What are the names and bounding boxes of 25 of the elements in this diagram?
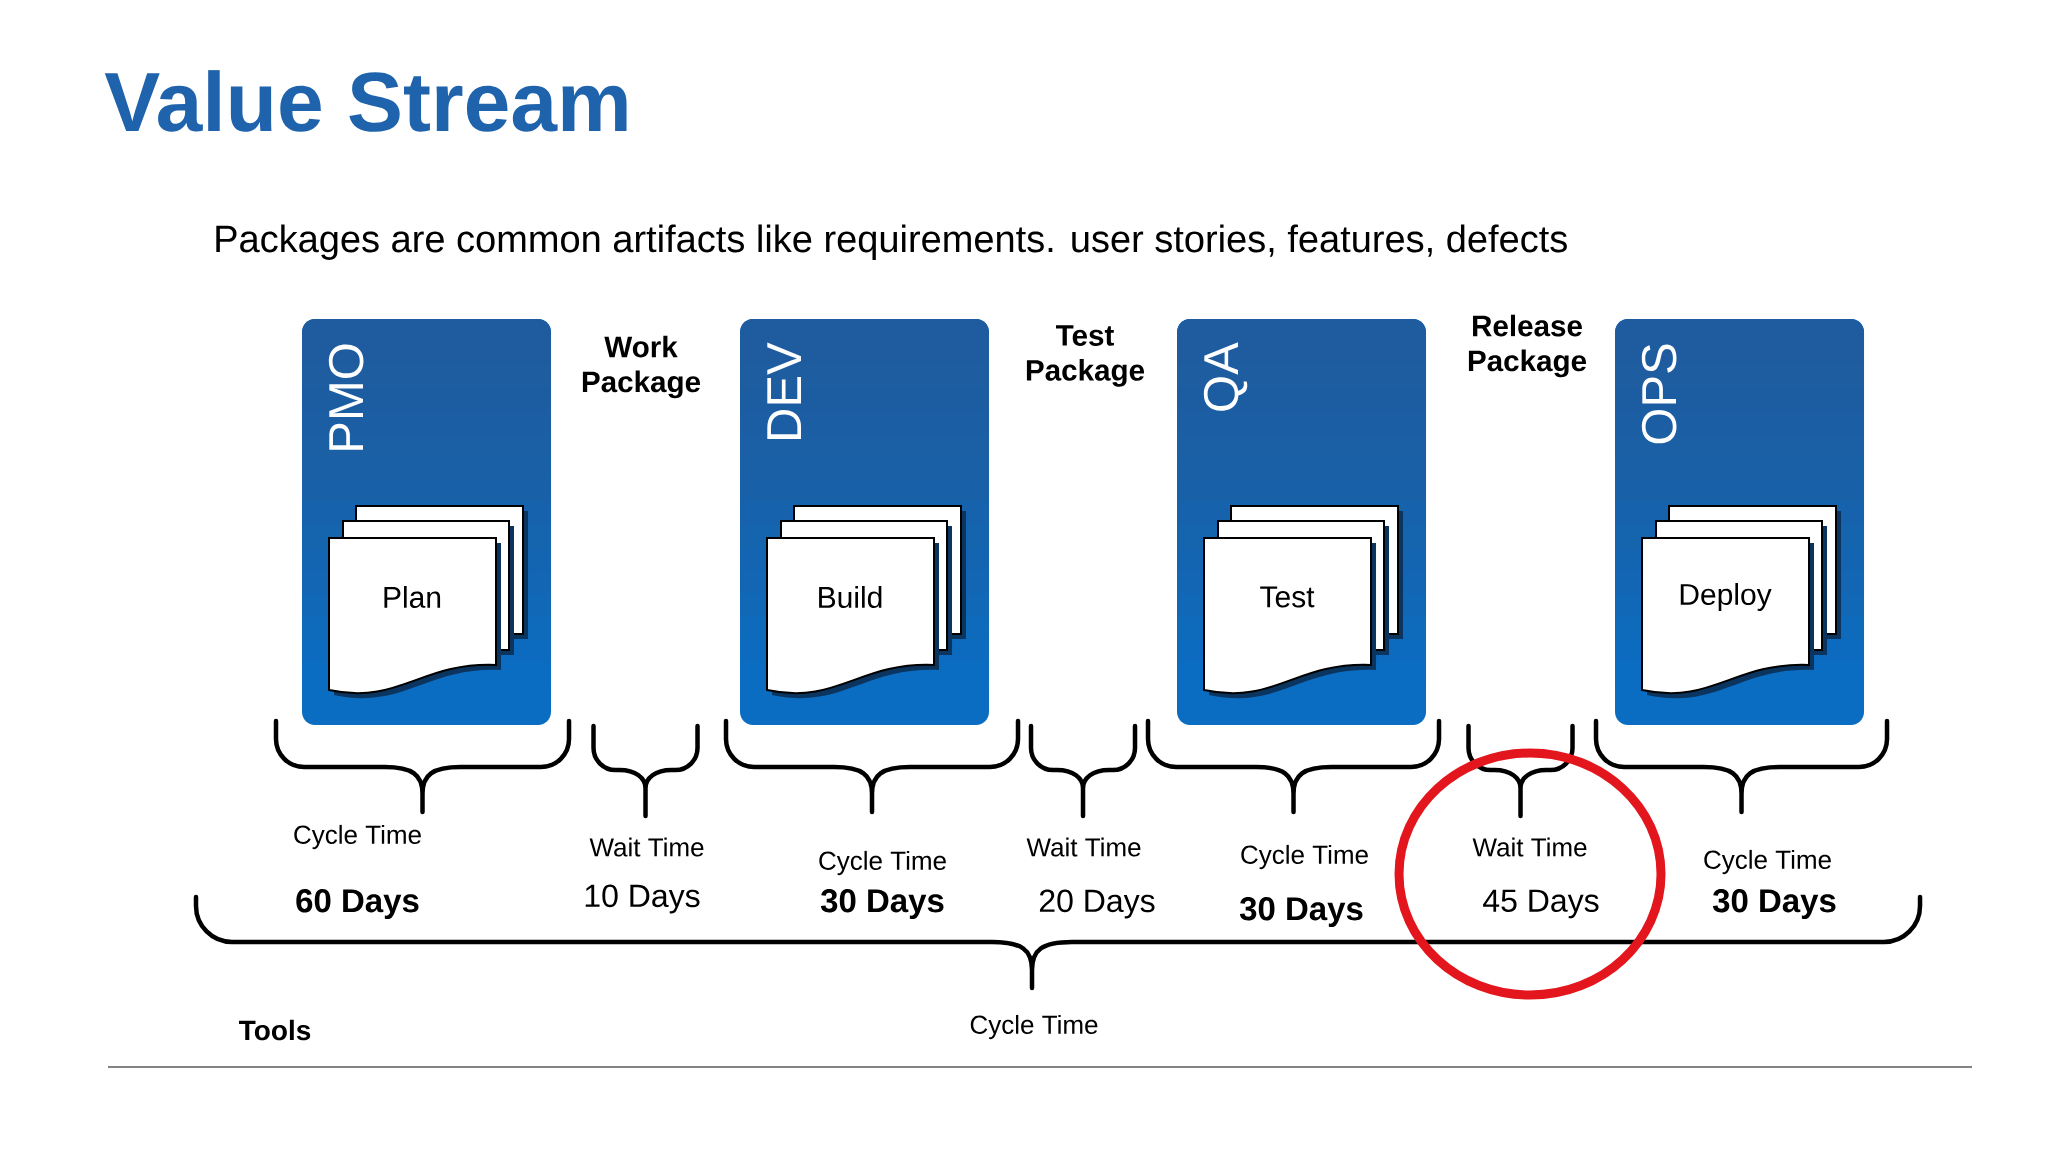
- document-stack: Plan: [328, 505, 528, 699]
- cycle-time-label: Cycle Time: [294, 824, 421, 850]
- wait-time-label: Wait Time: [1026, 837, 1141, 857]
- cycle-time-label: Cycle Time: [1704, 849, 1831, 875]
- package-label: Release Package: [1468, 314, 1587, 378]
- document-stack: Deploy: [1641, 505, 1841, 699]
- duration-value: 45 Days: [1483, 889, 1599, 919]
- title: Value Stream: [104, 70, 627, 132]
- duration-value: 30 Days: [1239, 897, 1363, 927]
- duration-value: 20 Days: [1039, 889, 1155, 919]
- package-label: Work Package: [582, 335, 701, 399]
- wait-time-label: Wait Time: [1472, 837, 1587, 857]
- duration-value: 30 Days: [1712, 889, 1836, 919]
- document-stack: Build: [766, 505, 966, 699]
- wait-time-label: Wait Time: [589, 837, 704, 857]
- package-label: Test Package: [1026, 325, 1145, 387]
- subtitle: Packages are common artifacts like requirements. user stories, features, defects: [216, 224, 1567, 260]
- cycle-time-label: Cycle Time: [819, 850, 946, 876]
- cycle-time-label: Cycle Time: [1241, 844, 1368, 870]
- cycle-time-label: Cycle Time: [970, 1014, 1098, 1040]
- duration-value: 10 Days: [585, 884, 700, 914]
- row-heading: Tools: [239, 1019, 311, 1041]
- document-stack: Test: [1203, 505, 1403, 699]
- duration-value: 30 Days: [820, 889, 944, 919]
- duration-value: 60 Days: [296, 889, 419, 919]
